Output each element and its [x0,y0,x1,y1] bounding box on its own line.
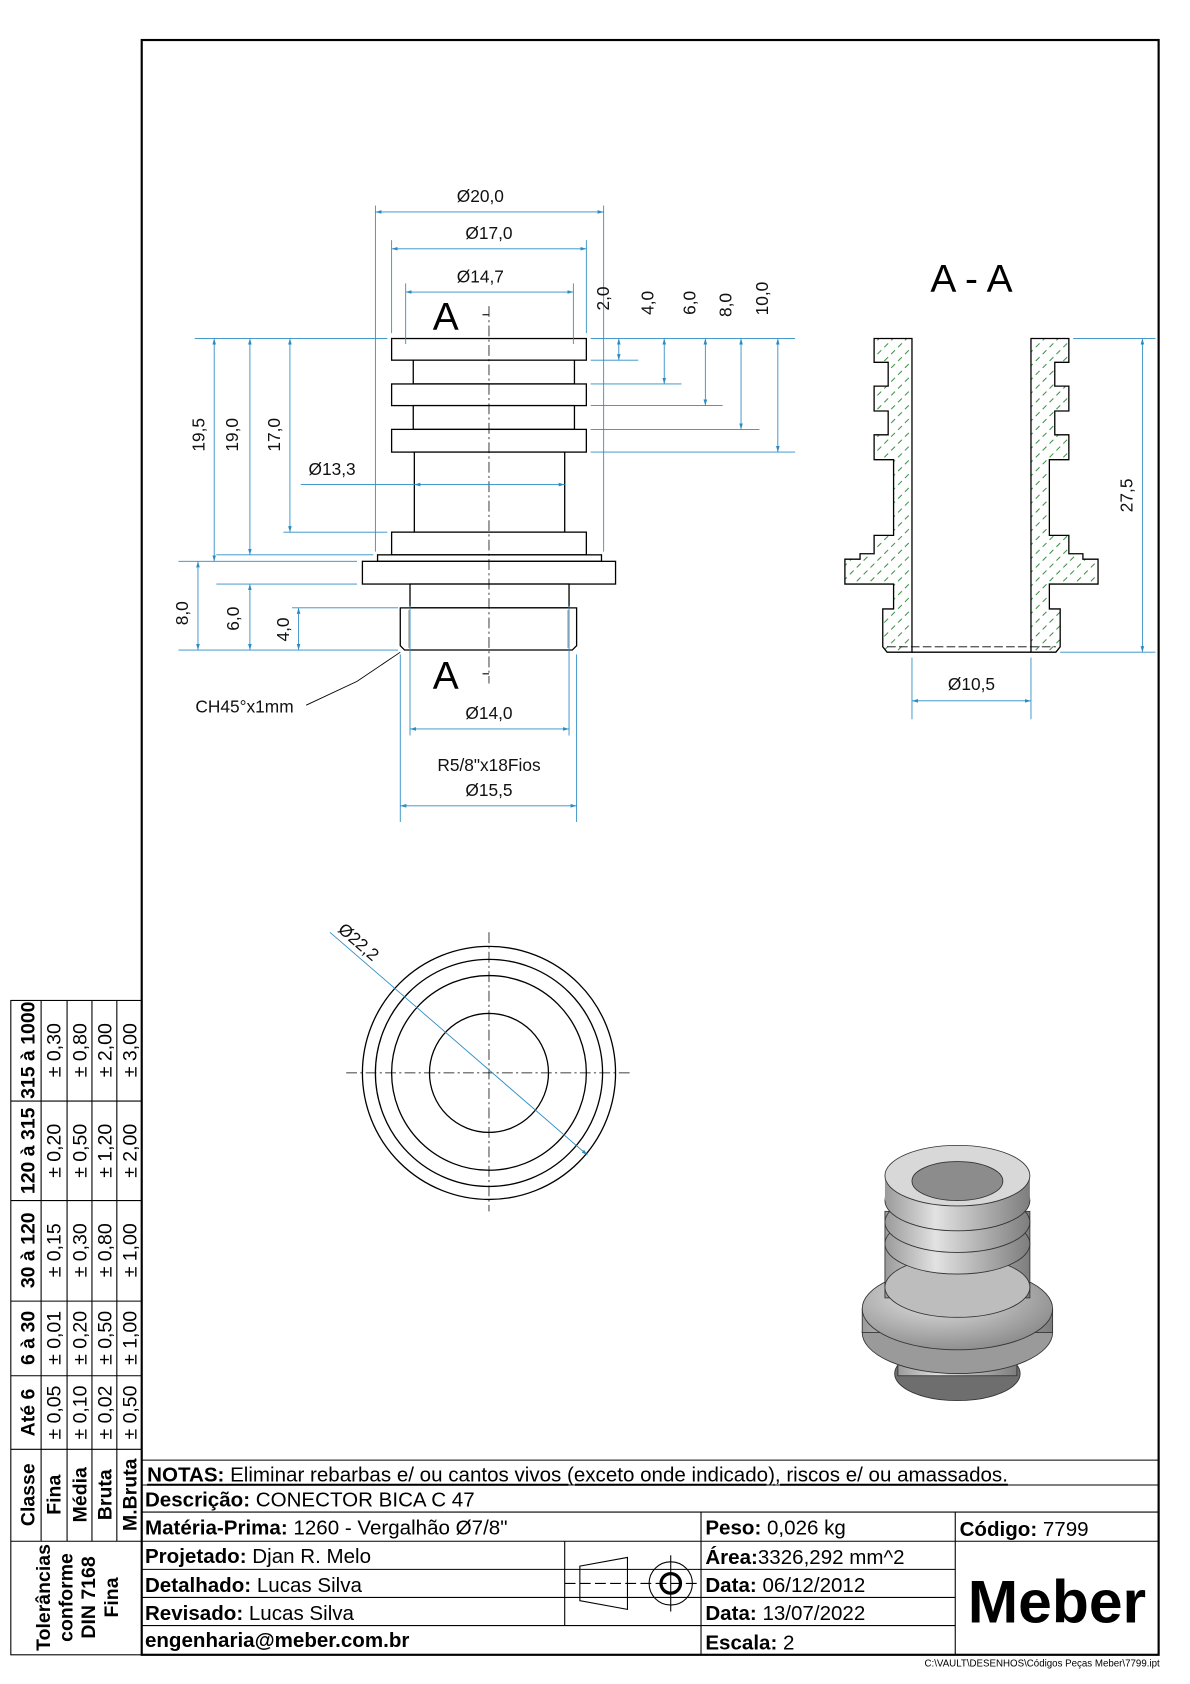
tol-value: ± 0,50 [119,1385,141,1439]
revised-by: Revisado: Lucas Silva [145,1602,355,1625]
dim-h190: 19,0 [222,418,242,452]
tol-value: ± 0,50 [94,1311,116,1365]
contact-email: engenharia@meber.com.br [145,1629,409,1652]
section-title: A - A [930,258,1012,301]
dim-r100: 10,0 [752,282,772,316]
tol-title-3: Fina [101,1577,123,1617]
dim-h195: 19,5 [188,418,208,452]
tol-header-3: 30 à 120 [18,1212,40,1288]
tol-value: ± 0,01 [44,1311,66,1365]
section-mark-bottom: A [433,655,459,698]
designed-by: Projetado: Djan R. Melo [145,1545,371,1568]
tol-class-label: Bruta [94,1469,116,1520]
tol-value: ± 0,50 [70,1124,92,1178]
date-revised: Data: 13/07/2022 [705,1602,865,1625]
dim-r20: 2,0 [593,286,613,310]
dim-d17: Ø17,0 [465,223,512,243]
dim-top-diameter: Ø22,2 [334,919,383,965]
dim-d140: Ø14,0 [465,703,512,723]
tol-title-2: DIN 7168 [78,1556,100,1638]
projection-symbol-icon [564,1555,702,1612]
file-path: C:\VAULT\DESENHOS\Códigos Peças Meber\77… [925,1659,1160,1670]
notes: NOTAS: Eliminar rebarbas e/ ou cantos vi… [147,1464,1008,1487]
dim-r40: 4,0 [637,291,657,315]
dim-r60: 6,0 [680,291,700,315]
tol-header-0: Classe [18,1463,40,1526]
tol-header-1: Até 6 [18,1389,40,1437]
top-view: Ø22,2 [329,919,632,1212]
tolerance-table: 315 à 1000 120 à 315 30 à 120 6 à 30 Até… [10,999,143,1656]
dim-h40: 4,0 [273,617,293,641]
tol-value: ± 0,80 [70,1023,92,1077]
dim-h60: 6,0 [223,607,243,631]
tol-value: ± 2,00 [119,1124,141,1178]
dim-r80: 8,0 [715,293,735,317]
dim-d147: Ø14,7 [457,266,504,286]
tol-header-5: 315 à 1000 [18,1001,40,1099]
scale: Escala: 2 [705,1631,794,1654]
part-code: Código: 7799 [960,1518,1089,1541]
weight: Peso: 0,026 kg [705,1517,846,1540]
tol-title-1: conforme [55,1553,77,1642]
section-mark-top: A [433,296,459,339]
section-view: A - A 27,5 Ø10,5 [844,258,1156,720]
dim-thread: R5/8"x18Fios [437,755,541,775]
tol-value: ± 1,00 [119,1311,141,1365]
tol-class-label: Média [70,1467,92,1522]
front-view-dimensions: Ø20,0 Ø17,0 Ø14,7 Ø13,3 Ø14,0 R5/8"x18Fi… [172,186,796,822]
tol-value: ± 2,00 [94,1023,116,1077]
chamfer-note: CH45°x1mm [195,697,293,717]
dim-bore: Ø10,5 [948,674,995,694]
tol-value: ± 0,10 [70,1385,92,1439]
tol-header-4: 120 à 315 [18,1107,40,1194]
tol-value: ± 0,15 [44,1223,66,1277]
tol-value: ± 0,20 [70,1311,92,1365]
isometric-render [861,1144,1054,1402]
tol-value: ± 0,80 [94,1223,116,1277]
tol-class-label: M.Bruta [119,1458,141,1531]
tol-value: ± 0,30 [44,1023,66,1077]
tol-class-label: Fina [44,1475,66,1515]
dim-d133: Ø13,3 [309,459,356,479]
tol-value: ± 0,20 [44,1124,66,1178]
tol-header-2: 6 à 30 [18,1311,40,1365]
company-logo: Meber [968,1567,1146,1635]
tol-title-0: Tolerâncias [33,1544,55,1651]
dim-section-height: 27,5 [1117,479,1137,513]
dim-d155: Ø15,5 [465,780,512,800]
description: Descrição: CONECTOR BICA C 47 [145,1489,475,1512]
title-block: NOTAS: Eliminar rebarbas e/ ou cantos vi… [141,1459,1160,1670]
front-view: A A [361,296,617,698]
dim-h80: 8,0 [172,601,192,625]
material: Matéria-Prima: 1260 - Vergalhão Ø7/8" [145,1517,508,1540]
dim-h170: 17,0 [264,418,284,452]
detailed-by: Detalhado: Lucas Silva [145,1574,363,1597]
tol-value: ± 3,00 [119,1023,141,1077]
area: Área:3326,292 mm^2 [705,1546,904,1569]
tol-value: ± 0,05 [44,1385,66,1439]
tol-value: ± 0,30 [70,1223,92,1277]
tol-value: ± 1,00 [119,1223,141,1277]
drawing-frame [140,38,1160,1656]
tol-value: ± 1,20 [94,1124,116,1178]
dim-d20: Ø20,0 [457,186,504,206]
date-created: Data: 06/12/2012 [705,1574,865,1597]
tol-value: ± 0,02 [94,1386,116,1440]
